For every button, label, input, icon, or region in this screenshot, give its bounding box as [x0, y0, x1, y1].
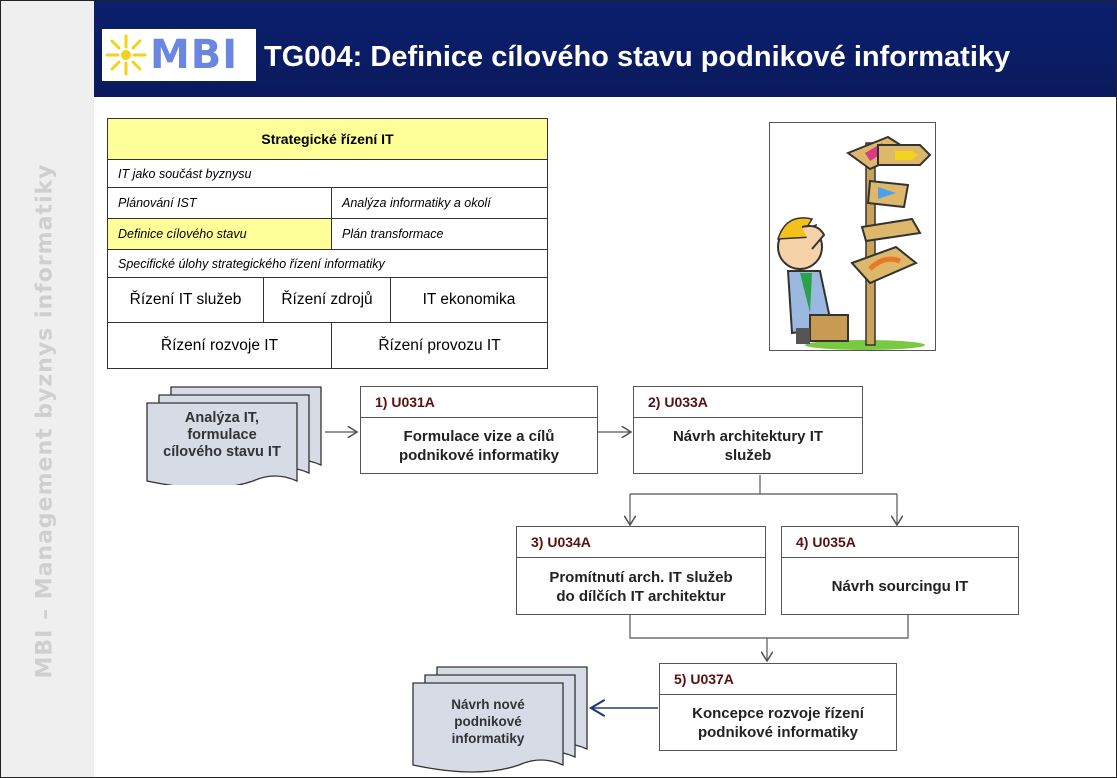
task-code: 4) U035A	[782, 527, 1018, 558]
task-code: 5) U037A	[660, 664, 896, 695]
input-document-text: Analýza IT, formulace cílového stavu IT	[163, 410, 281, 460]
mbi-logo: MBI	[102, 29, 256, 81]
table-cell-resources: Řízení zdrojů	[263, 278, 390, 322]
task-code: 2) U033A	[634, 387, 862, 418]
task-code: 1) U031A	[361, 387, 597, 418]
table-cell-it-operations: Řízení provozu IT	[331, 323, 547, 368]
table-cell-it-services: Řízení IT služeb	[129, 291, 242, 308]
table-cell-specific-tasks: Specifické úlohy strategického řízení in…	[118, 256, 385, 271]
table-cell-planning: Plánování IST	[118, 196, 197, 210]
input-document-stack-icon	[146, 386, 322, 485]
task-box-u035a: 4) U035A Návrh sourcingu IT	[781, 526, 1019, 615]
sun-star-icon	[105, 34, 147, 76]
confused-man-signpost-illustration	[769, 122, 936, 351]
strategic-it-table: Strategické řízení IT IT jako součást by…	[107, 118, 548, 369]
page-title: TG004: Definice cílového stavu podnikové…	[264, 41, 1011, 73]
table-cell-transformation: Plán transformace	[331, 219, 547, 249]
table-cell-analysis: Analýza informatiky a okolí	[331, 188, 547, 218]
task-code: 3) U034A	[517, 527, 765, 558]
task-description: Návrh sourcingu IT	[831, 578, 969, 595]
output-document-stack-icon	[412, 666, 588, 773]
table-title: Strategické řízení IT	[108, 119, 547, 159]
table-cell-it-economics: IT ekonomika	[390, 278, 547, 322]
logo-text: MBI	[150, 32, 239, 78]
table-cell-it-business: IT jako součást byznysu	[118, 166, 252, 181]
sidebar: MBI – Management byznys informatiky	[1, 1, 94, 777]
table-cell-it-development: Řízení rozvoje IT	[160, 336, 279, 354]
header-bar: MBI TG004: Definice cílového stavu podni…	[94, 1, 1116, 97]
output-document-text: Návrh nové podnikové informatiky	[451, 697, 525, 746]
table-cell-target-state: Definice cílového stavu	[108, 219, 331, 249]
